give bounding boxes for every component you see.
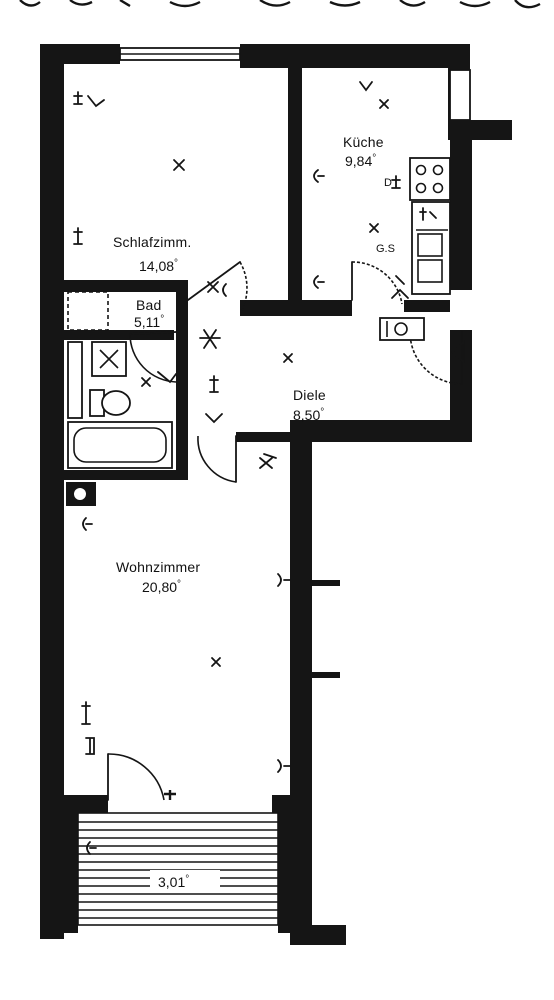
room-area-wohnzimmer: 20,80°: [142, 579, 181, 595]
dryer-label: D: [384, 177, 392, 189]
balcony-railing: [77, 812, 279, 926]
room-area-balkon: 3,01°: [158, 874, 189, 890]
room-diele: Diele 8,50°: [293, 387, 326, 423]
kitchen-fixtures: [379, 157, 451, 341]
room-kueche: Küche 9,84° D G.S: [343, 134, 395, 255]
room-area-kueche: 9,84°: [345, 153, 376, 169]
room-wohnzimmer: Wohnzimmer 20,80°: [116, 559, 200, 595]
room-area-schlafzimmer: 14,08°: [139, 258, 178, 274]
room-name-schlafzimmer: Schlafzimm.: [113, 234, 191, 250]
room-name-kueche: Küche: [343, 134, 384, 150]
gas-label: G.S: [376, 243, 395, 255]
room-area-diele: 8,50°: [293, 407, 324, 423]
room-balkon: 3,01°: [150, 870, 220, 892]
doors: [107, 261, 463, 801]
room-name-bad: Bad: [136, 297, 162, 313]
room-bad: Bad 5,11°: [134, 297, 164, 330]
walls: [40, 44, 512, 945]
room-schlafzimmer: Schlafzimm. 14,08°: [113, 234, 191, 274]
electrical-symbols: [73, 81, 465, 855]
room-area-bad: 5,11°: [134, 314, 164, 330]
bath-fixtures: [67, 291, 173, 469]
cropped-heading: [19, 0, 541, 9]
room-name-wohnzimmer: Wohnzimmer: [116, 559, 200, 575]
room-name-diele: Diele: [293, 387, 326, 403]
